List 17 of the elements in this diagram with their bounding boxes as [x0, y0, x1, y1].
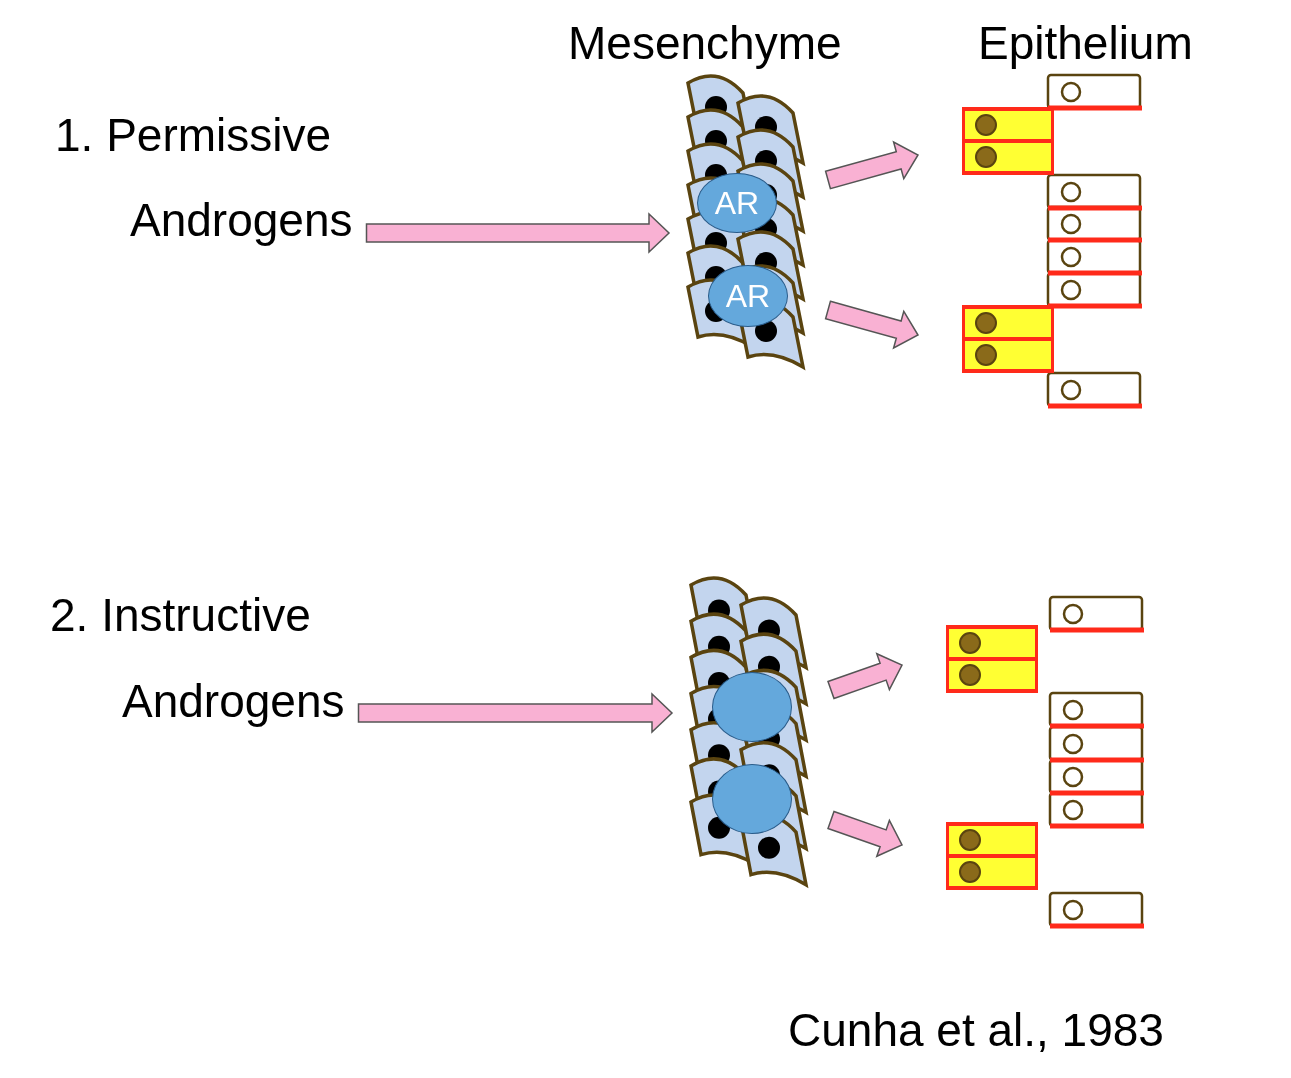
stimulus-label: Androgens: [122, 676, 345, 727]
induced-cell-pair: [962, 107, 1054, 175]
block-arrow: [365, 212, 671, 254]
panel-heading: 1. Permissive: [55, 110, 332, 161]
block-arrow: [824, 300, 920, 350]
induced-cell-pair: [946, 625, 1038, 693]
induced-cell-pair: [962, 305, 1054, 373]
column-heading: Epithelium: [978, 18, 1193, 69]
block-arrow: [827, 652, 904, 700]
induced-cell-pair: [946, 822, 1038, 890]
block-arrow: [824, 140, 920, 190]
citation: Cunha et al., 1983: [788, 1005, 1164, 1056]
block-arrow: [827, 810, 904, 858]
stimulus-label: Androgens: [130, 195, 353, 246]
block-arrow: [357, 692, 674, 734]
column-heading: Mesenchyme: [568, 18, 842, 69]
panel-heading: 2. Instructive: [50, 590, 311, 641]
